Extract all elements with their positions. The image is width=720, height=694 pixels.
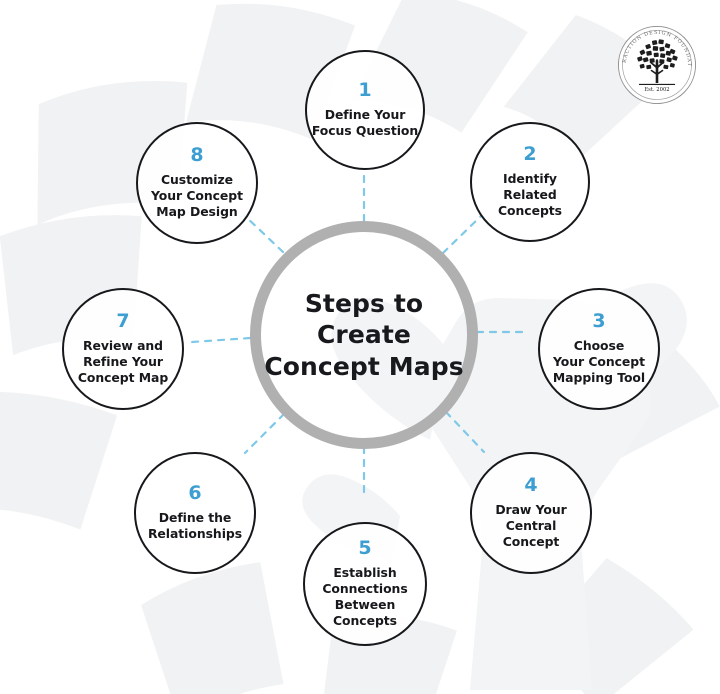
- logo-established-text: Est. 2002: [644, 87, 669, 93]
- connector-to-step-8: [242, 213, 285, 254]
- center-hub: Steps to Create Concept Maps: [262, 233, 466, 437]
- connector-to-step-6: [243, 412, 286, 455]
- connector-to-step-2: [441, 214, 483, 255]
- connector-to-step-7: [190, 336, 252, 344]
- step-label-3: Choose Your Concept Mapping Tool: [552, 338, 646, 385]
- step-number-3: 3: [592, 310, 606, 332]
- step-label-7: Review and Refine Your Concept Map: [77, 338, 169, 385]
- step-circle-3[interactable]: 3 Choose Your Concept Mapping Tool: [538, 288, 660, 410]
- step-number-5: 5: [358, 537, 372, 559]
- step-label-2: Identify Related Concepts: [498, 171, 562, 218]
- step-label-8: Customize Your Concept Map Design: [151, 172, 243, 219]
- connector-to-step-4: [444, 410, 486, 454]
- step-circle-5[interactable]: 5 Establish Connections Between Concepts: [303, 522, 427, 646]
- step-label-1: Define Your Focus Question: [311, 107, 419, 138]
- step-circle-7[interactable]: 7 Review and Refine Your Concept Map: [62, 288, 184, 410]
- step-number-1: 1: [358, 79, 372, 101]
- step-label-5: Establish Connections Between Concepts: [322, 565, 408, 628]
- step-circle-6[interactable]: 6 Define the Relationships: [134, 452, 256, 574]
- step-number-4: 4: [524, 474, 538, 496]
- step-number-8: 8: [190, 144, 204, 166]
- step-label-4: Draw Your Central Concept: [495, 502, 567, 549]
- step-circle-1[interactable]: 1 Define Your Focus Question: [305, 50, 425, 170]
- tree-icon: [637, 39, 678, 86]
- center-hub-ring: [250, 221, 478, 449]
- step-number-2: 2: [523, 143, 537, 165]
- step-circle-4[interactable]: 4 Draw Your Central Concept: [470, 452, 592, 574]
- page-title: Steps to Create Concept Maps: [264, 288, 464, 381]
- step-circle-2[interactable]: 2 Identify Related Concepts: [470, 122, 590, 242]
- step-number-7: 7: [116, 310, 130, 332]
- interaction-design-foundation-logo: INTERACTION DESIGN FOUNDATION: [616, 24, 696, 104]
- step-number-6: 6: [188, 482, 202, 504]
- step-label-6: Define the Relationships: [147, 510, 243, 541]
- step-circle-8[interactable]: 8 Customize Your Concept Map Design: [136, 122, 258, 244]
